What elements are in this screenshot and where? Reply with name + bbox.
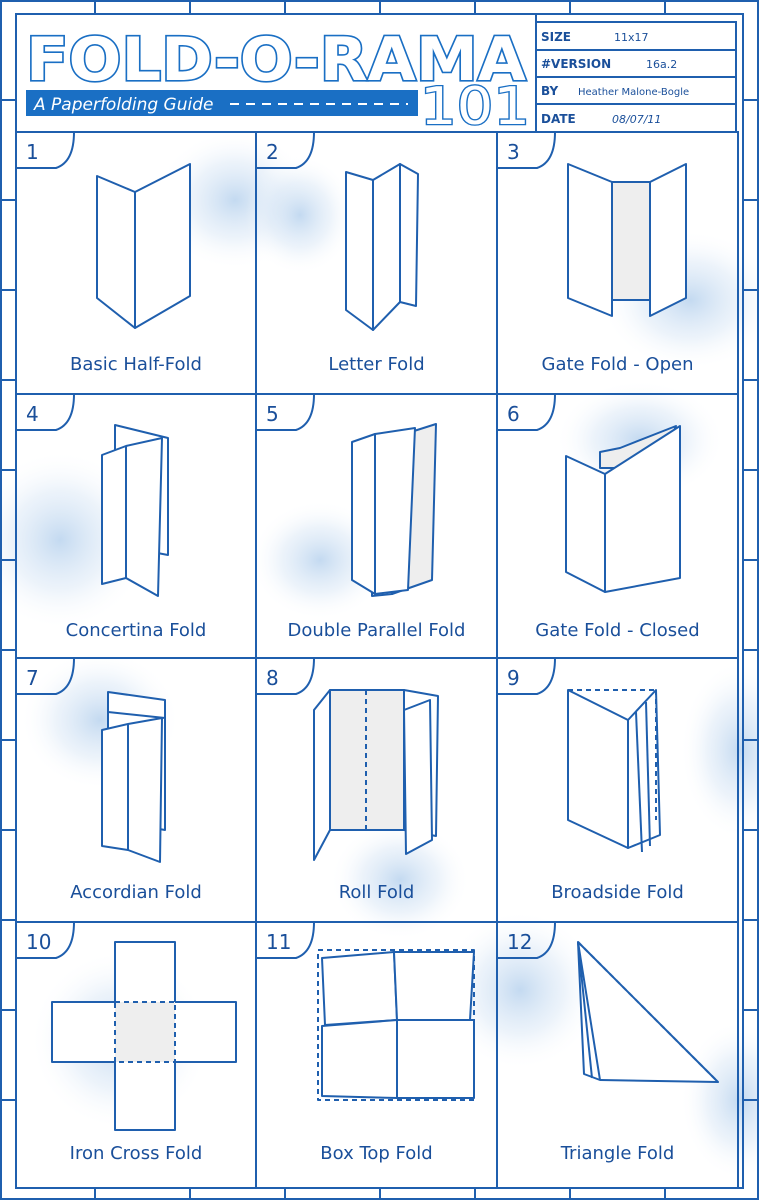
roll-fold-icon [313,689,439,861]
panel-number-8: 8 [266,666,279,690]
info-value-size: 11x17 [614,31,649,44]
panel-tab-7 [16,657,75,695]
panel-caption-12: Triangle Fold [560,1143,675,1164]
panel-tab-12 [497,921,556,959]
panel-number-6: 6 [507,402,520,426]
panel-caption-11: Box Top Fold [320,1143,432,1164]
panel-caption-1: Basic Half-Fold [70,354,202,375]
poster-badge: 101 [420,77,530,137]
info-label-by: BY [541,84,558,98]
info-value-by: Heather Malone-Bogle [578,87,689,98]
panel-number-2: 2 [266,140,279,164]
concertina-fold-icon [101,424,169,597]
poster-subtitle: A Paperfolding Guide [33,95,213,115]
panel-number-7: 7 [26,666,39,690]
gate-fold-closed-icon [565,425,681,593]
panel-tab-11 [256,921,315,959]
broadside-fold-icon [567,689,661,853]
subtitle-bar [26,90,418,116]
panel-caption-8: Roll Fold [339,882,415,903]
panel-captions: Basic Half-Fold Letter Fold Gate Fold - Op… [66,354,700,1164]
panel-caption-6: Gate Fold - Closed [535,620,699,641]
panel-number-4: 4 [26,402,39,426]
panel-caption-3: Gate Fold - Open [542,354,694,375]
info-value-version: 16a.2 [646,58,677,71]
info-label-version: #VERSION [541,57,611,71]
panel-tab-3 [497,131,556,169]
letter-fold-icon [345,163,419,331]
double-parallel-fold-icon [351,423,437,597]
panel-tab-4 [16,393,75,431]
panel-number-1: 1 [26,140,39,164]
panel-number-12: 12 [507,930,532,954]
panel-number-11: 11 [266,930,291,954]
panel-number-3: 3 [507,140,520,164]
panel-caption-7: Accordian Fold [70,882,202,903]
basic-half-fold-icon [96,163,191,329]
fold-illustrations [51,163,719,1131]
panel-number-9: 9 [507,666,520,690]
gate-fold-open-icon [567,163,687,317]
triangle-fold-icon [577,941,719,1083]
panel-caption-4: Concertina Fold [66,620,207,641]
panel-caption-5: Double Parallel Fold [288,620,466,641]
info-value-date: 08/07/11 [612,113,661,126]
info-label-size: SIZE [541,30,571,44]
panel-grid [15,131,739,1189]
accordian-fold-icon [101,691,166,863]
panel-caption-10: Iron Cross Fold [70,1143,203,1164]
box-top-fold-icon [317,949,475,1101]
panel-number-5: 5 [266,402,279,426]
panel-tab-6 [497,393,556,431]
panel-tab-5 [256,393,315,431]
poster-title: FOLD-O-RAMA [26,25,527,95]
panel-tab-1 [16,131,75,169]
info-label-date: DATE [541,112,576,126]
panel-tab-8 [256,657,315,695]
header: FOLD-O-RAMA A Paperfolding Guide 101 [15,13,537,138]
panel-tab-10 [16,921,75,959]
panel-tab-9 [497,657,556,695]
panel-caption-9: Broadside Fold [551,882,684,903]
iron-cross-fold-icon [51,941,237,1131]
panel-tab-2 [256,131,315,169]
panel-number-10: 10 [26,930,51,954]
panel-caption-2: Letter Fold [328,354,424,375]
info-rows: SIZE 11x17 #VERSION 16a.2 BY Heather Mal… [541,30,689,126]
